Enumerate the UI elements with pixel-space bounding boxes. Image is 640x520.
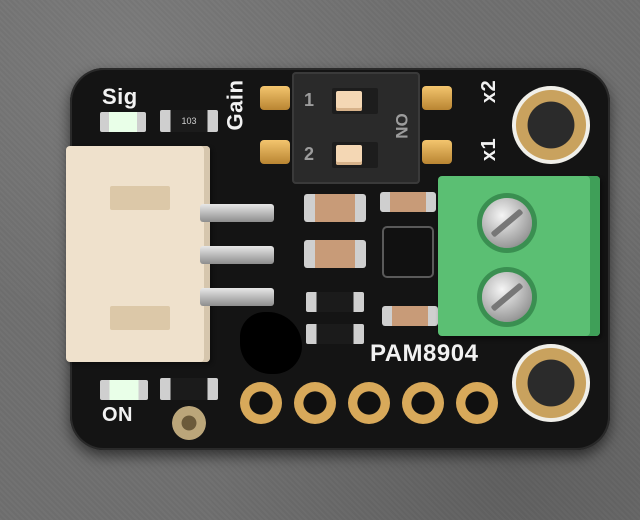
x1-label: x1 (478, 137, 501, 162)
dip-knob-1[interactable] (336, 91, 362, 111)
x2-label: x2 (478, 79, 501, 104)
dip-number-1: 1 (304, 90, 315, 110)
dip-number-2: 2 (304, 144, 315, 164)
dip-lead-right-bottom (422, 140, 452, 164)
on-label: ON (102, 404, 133, 426)
dip-knob-2[interactable] (336, 145, 362, 165)
header-pad-5[interactable] (456, 382, 498, 424)
resistor-1 (306, 292, 364, 312)
connector-pin-3 (200, 288, 274, 306)
dip-slot-1 (332, 88, 378, 114)
header-pad-1[interactable] (240, 382, 282, 424)
connector-slot-bottom (110, 306, 170, 330)
capacitor-4 (382, 306, 438, 326)
redaction-blob (240, 312, 302, 374)
sig-resistor: 103 (160, 110, 218, 132)
mounting-hole-bottom-right (512, 344, 590, 422)
test-via (172, 406, 206, 440)
screw-terminal-top[interactable] (482, 198, 532, 248)
sig-label: Sig (102, 84, 138, 109)
sig-led (100, 112, 146, 132)
jst-connector (66, 146, 210, 362)
header-pad-2[interactable] (294, 382, 336, 424)
header-pad-3[interactable] (348, 382, 390, 424)
mounting-hole-top-right (512, 86, 590, 164)
part-number-label: PAM8904 (370, 340, 479, 367)
connector-slot-top (110, 186, 170, 210)
dip-lead-left-top (260, 86, 290, 110)
dip-slot-2 (332, 142, 378, 168)
resistor-code: 103 (181, 116, 197, 126)
connector-pin-2 (200, 246, 274, 264)
amplifier-chip (384, 228, 432, 276)
resistor-2 (306, 324, 364, 344)
capacitor-1 (304, 194, 366, 222)
dip-lead-right-top (422, 86, 452, 110)
capacitor-3 (380, 192, 436, 212)
capacitor-2 (304, 240, 366, 268)
power-led (100, 380, 148, 400)
dip-on-label: ON (391, 113, 411, 139)
screw-terminal-bottom[interactable] (482, 272, 532, 322)
dip-lead-left-bottom (260, 140, 290, 164)
power-resistor (160, 378, 218, 400)
header-pad-4[interactable] (402, 382, 444, 424)
screw-terminal-block (438, 176, 600, 336)
gain-label: Gain (222, 79, 248, 131)
connector-pin-1 (200, 204, 274, 222)
gain-dip-switch[interactable]: 1 2 ON (292, 72, 420, 184)
